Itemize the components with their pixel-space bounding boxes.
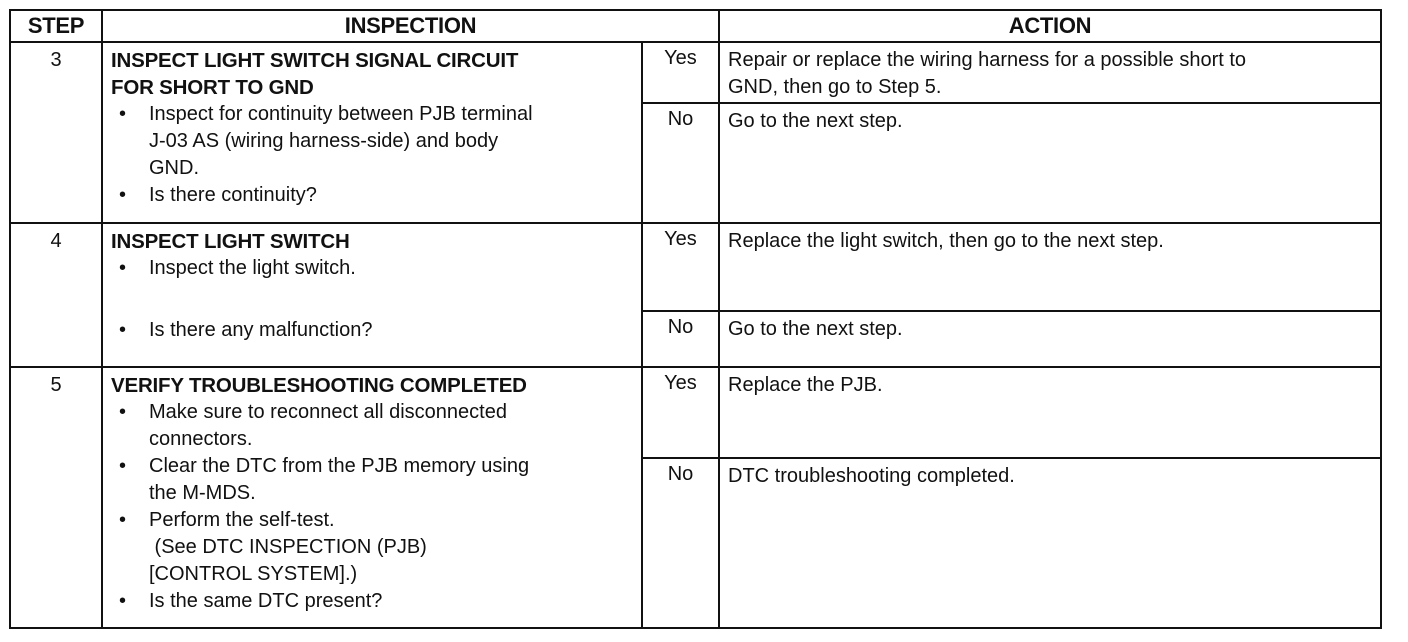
bullet-line: (See DTC INSPECTION (PJB) [149,536,427,559]
bullet-item: Clear the DTC from the PJB memory using … [111,453,635,507]
bullet-item: Is there continuity? [111,182,635,209]
title-line: INSPECT LIGHT SWITCH SIGNAL CIRCUIT [111,49,519,73]
table-row: No Go to the next step. [10,309,1382,369]
bullet-line: Clear the DTC from the PJB memory using [149,455,530,478]
inspection-title: VERIFY TROUBLESHOOTING COMPLETED [111,374,527,398]
no-action: Go to the next step. [718,309,1382,369]
bullet-line: connectors. [149,428,253,451]
bullet-line: Inspect for continuity between PJB termi… [149,103,533,126]
action-line: GND, then go to Step 5. [728,76,942,99]
bullet-line: [CONTROL SYSTEM].) [149,563,358,586]
yes-label: Yes [641,222,720,312]
no-action: Go to the next step. [718,101,1382,225]
inspection-bullets: Inspect for continuity between PJB termi… [111,101,635,209]
no-label: No [641,309,720,369]
bullet-item: Perform the self-test. (See DTC INSPECTI… [111,507,635,588]
bullet-item: Is there any malfunction? [111,317,635,344]
yes-action: Replace the light switch, then go to the… [718,222,1382,312]
title-line: FOR SHORT TO GND [111,76,314,100]
yes-label: Yes [641,41,720,104]
table-row: 5 VERIFY TROUBLESHOOTING COMPLETED Make … [9,366,1382,629]
bullet-line: Is the same DTC present? [149,590,383,613]
no-action: DTC troubleshooting completed. [718,457,1382,629]
bullet-line: Perform the self-test. [149,509,335,532]
inspection-cell: INSPECT LIGHT SWITCH Inspect the light s… [101,222,643,369]
inspection-bullets: Is there any malfunction? [111,317,635,344]
inspection-cell: VERIFY TROUBLESHOOTING COMPLETED Make su… [101,366,643,629]
inspection-title: INSPECT LIGHT SWITCH [111,230,350,254]
yes-label: Yes [641,366,720,460]
bullet-item: Inspect for continuity between PJB termi… [111,101,635,182]
bullet-line: the M-MDS. [149,482,256,505]
header-row: STEP INSPECTION ACTION [9,8,1382,44]
bullet-item: Is the same DTC present? [111,588,635,615]
table-row: No Go to the next step. [10,101,1382,225]
yes-action: Replace the PJB. [718,366,1382,460]
inspection-title: INSPECT LIGHT SWITCH SIGNAL CIRCUIT FOR … [111,47,635,101]
inspection-bullets: Inspect the light switch. [111,255,635,282]
inspection-header: INSPECTION [101,8,720,44]
yes-action: Repair or replace the wiring harness for… [718,41,1382,104]
step-number: 4 [9,222,103,369]
inspection-cell: INSPECT LIGHT SWITCH SIGNAL CIRCUIT FOR … [101,41,643,225]
step-number: 3 [9,41,103,225]
bullet-line: GND. [149,157,199,180]
dtc-troubleshooting-table: STEP INSPECTION ACTION 3 INSPECT LIGHT S… [9,8,1382,629]
bullet-line: J-03 AS (wiring harness-side) and body [149,130,499,153]
inspection-bullets: Make sure to reconnect all disconnected … [111,399,635,615]
step-number: 5 [9,366,103,629]
bullet-item: Inspect the light switch. [111,255,635,282]
step-header: STEP [9,8,103,44]
action-line: Repair or replace the wiring harness for… [728,49,1247,72]
bullet-item: Make sure to reconnect all disconnected … [111,399,635,453]
table-row: No DTC troubleshooting completed. [10,457,1382,629]
action-header: ACTION [718,8,1382,44]
table-row: 4 INSPECT LIGHT SWITCH Inspect the light… [9,222,1382,369]
bullet-line: Make sure to reconnect all disconnected [149,401,507,424]
no-label: No [641,457,720,629]
table-row: 3 INSPECT LIGHT SWITCH SIGNAL CIRCUIT FO… [9,41,1382,225]
no-label: No [641,101,720,225]
bullet-line: Is there continuity? [149,184,317,207]
